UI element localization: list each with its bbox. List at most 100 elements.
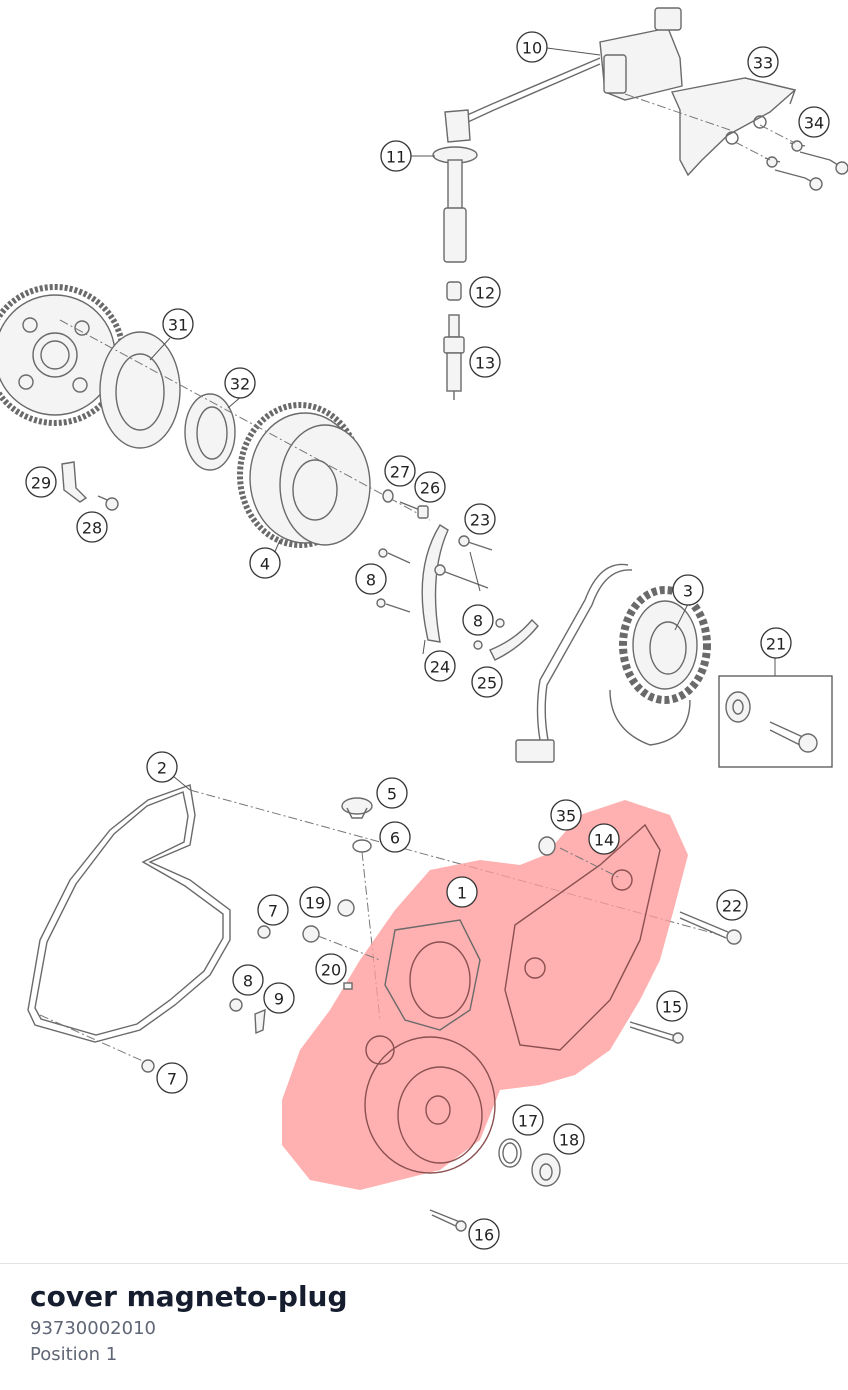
callout-1[interactable]: 1 [446, 876, 478, 908]
callout-5[interactable]: 5 [376, 777, 408, 809]
kit-box[interactable] [718, 675, 833, 768]
callout-circle [469, 276, 501, 308]
freewheel-bearing[interactable] [184, 393, 236, 471]
callout-label: 18 [559, 1131, 579, 1150]
callout-label: 8 [366, 571, 376, 590]
callout-label: 20 [321, 961, 341, 980]
callout-circle [232, 964, 264, 996]
callout-label: 15 [662, 998, 682, 1017]
callout-13[interactable]: 13 [469, 346, 501, 378]
callout-circle [512, 1104, 544, 1136]
screw-plug[interactable] [341, 797, 373, 819]
coil-bracket[interactable] [671, 77, 797, 177]
stator[interactable] [619, 586, 711, 704]
rotor-flywheel[interactable] [237, 402, 371, 548]
callout-22[interactable]: 22 [716, 889, 748, 921]
callout-circle [76, 511, 108, 543]
callout-25[interactable]: 25 [471, 666, 503, 698]
spark-plug-cap-nut[interactable] [446, 281, 462, 301]
callout-7[interactable]: 7 [156, 1062, 188, 1094]
callout-label: 7 [167, 1070, 177, 1089]
callout-33[interactable]: 33 [747, 46, 779, 78]
rotor-washer[interactable] [382, 489, 394, 503]
callout-8[interactable]: 8 [462, 604, 494, 636]
callout-23[interactable]: 23 [464, 503, 496, 535]
callout-21[interactable]: 21 [760, 627, 792, 659]
callout-14[interactable]: 14 [588, 823, 620, 855]
callout-label: 21 [766, 635, 786, 654]
spark-plug[interactable] [443, 314, 465, 400]
divider [0, 1263, 848, 1264]
dowel-sleeves[interactable] [141, 899, 355, 1073]
callout-17[interactable]: 17 [512, 1104, 544, 1136]
callout-label: 33 [753, 54, 773, 73]
callout-16[interactable]: 16 [468, 1218, 500, 1250]
exploded-parts-diagram: 1033341112133132292827262348382124252563… [0, 7, 848, 1250]
callout-32[interactable]: 32 [224, 367, 256, 399]
callout-label: 8 [473, 612, 483, 631]
callout-9[interactable]: 9 [263, 982, 295, 1014]
callout-3[interactable]: 3 [672, 574, 704, 606]
timing-chain-guide[interactable] [421, 524, 449, 643]
cover-bolt-15[interactable] [629, 1021, 684, 1044]
callout-circle [355, 563, 387, 595]
callout-20[interactable]: 20 [315, 953, 347, 985]
callout-15[interactable]: 15 [656, 990, 688, 1022]
callout-29[interactable]: 29 [25, 466, 57, 498]
callout-label: 6 [390, 829, 400, 848]
bracket-bolts[interactable] [764, 140, 848, 191]
callout-circle [550, 799, 582, 831]
screw-cap-18[interactable] [531, 1153, 561, 1187]
callout-28[interactable]: 28 [76, 511, 108, 543]
cover-gasket[interactable] [27, 784, 231, 1043]
callout-circle [424, 650, 456, 682]
callout-label: 28 [82, 519, 102, 538]
bracket-clip[interactable] [61, 461, 88, 503]
callout-6[interactable]: 6 [379, 821, 411, 853]
callout-27[interactable]: 27 [384, 455, 416, 487]
callout-10[interactable]: 10 [516, 31, 548, 63]
callout-label: 1 [457, 884, 467, 903]
callout-24[interactable]: 24 [424, 650, 456, 682]
callout-19[interactable]: 19 [299, 886, 331, 918]
callout-4[interactable]: 4 [249, 547, 281, 579]
callout-8[interactable]: 8 [232, 964, 264, 996]
clip-and-nut[interactable] [229, 998, 266, 1035]
seal-ring-17[interactable] [498, 1138, 522, 1168]
stator-cable[interactable] [515, 563, 691, 763]
callout-2[interactable]: 2 [146, 751, 178, 783]
callout-layer: 1033341112133132292827262348382124252563… [25, 31, 830, 1250]
callout-7[interactable]: 7 [257, 894, 289, 926]
callout-31[interactable]: 31 [162, 308, 194, 340]
callout-26[interactable]: 26 [414, 471, 446, 503]
callout-12[interactable]: 12 [469, 276, 501, 308]
callout-18[interactable]: 18 [553, 1123, 585, 1155]
ignition-coil[interactable] [464, 7, 683, 123]
o-ring[interactable] [352, 839, 372, 853]
callout-34[interactable]: 34 [798, 106, 830, 138]
callout-11[interactable]: 11 [380, 140, 412, 172]
callout-label: 23 [470, 511, 490, 530]
callout-8[interactable]: 8 [355, 563, 387, 595]
callout-circle [146, 751, 178, 783]
callout-circle [716, 889, 748, 921]
spark-plug-connector[interactable] [432, 109, 478, 263]
callout-35[interactable]: 35 [550, 799, 582, 831]
small-pin[interactable] [343, 982, 353, 990]
cover-bolt-long[interactable] [679, 911, 742, 945]
cover-bolt-16[interactable] [429, 1209, 467, 1232]
callout-label: 7 [268, 902, 278, 921]
guide-screw[interactable] [434, 535, 493, 589]
tensioning-rail[interactable] [473, 618, 539, 661]
freewheel[interactable] [99, 331, 181, 449]
callout-circle [315, 953, 347, 985]
rotor-nut[interactable] [399, 501, 429, 519]
callout-circle [469, 346, 501, 378]
magneto-cover-highlighted[interactable] [282, 800, 688, 1190]
callout-label: 19 [305, 894, 325, 913]
bushing[interactable] [538, 836, 556, 856]
bracket-screw[interactable] [97, 495, 119, 511]
callout-circle [414, 471, 446, 503]
guide-washers[interactable] [376, 548, 411, 613]
callout-circle [156, 1062, 188, 1094]
